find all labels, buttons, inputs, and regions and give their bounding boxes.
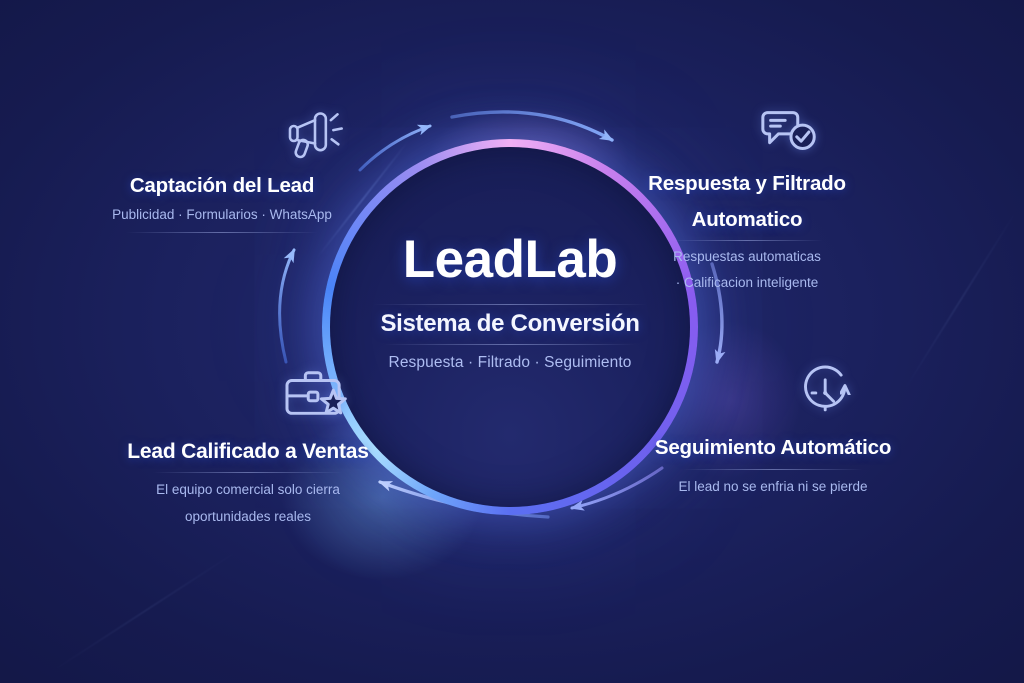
stage-subtitle: Respuestas automaticas bbox=[673, 249, 821, 265]
stage-respuesta-filtrado: Respuesta y Filtrado Automatico Respuest… bbox=[597, 106, 897, 293]
briefcase-star-icon bbox=[218, 366, 411, 427]
center-divider-top bbox=[373, 304, 647, 305]
megaphone-icon bbox=[228, 102, 392, 165]
stage-title-line2: Automatico bbox=[691, 207, 803, 231]
cycle-ring: LeadLab Sistema de Conversión Respuesta … bbox=[322, 139, 698, 515]
stage-subtitle: El equipo comercial solo cierra bbox=[156, 482, 340, 498]
stage-title: Seguimiento Automático bbox=[654, 436, 892, 459]
flow-arrow-top-right bbox=[450, 110, 614, 142]
stage-divider bbox=[683, 468, 863, 470]
stage-subtitle: El lead no se enfria ni se pierde bbox=[678, 478, 868, 494]
stage-title: Lead Calificado a Ventas bbox=[127, 440, 369, 463]
brand-title: LeadLab bbox=[402, 230, 618, 289]
stage-captacion-del-lead: Captación del Lead Publicidad · Formular… bbox=[52, 102, 392, 234]
stage-divider bbox=[671, 240, 823, 242]
light-streak bbox=[48, 547, 242, 675]
clock-refresh-icon bbox=[733, 361, 923, 428]
stage-seguimiento-automatico: Seguimiento Automático El lead no se enf… bbox=[623, 361, 923, 496]
cycle-ring-inner: LeadLab Sistema de Conversión Respuesta … bbox=[330, 147, 690, 507]
stage-title: Respuesta y Filtrado bbox=[648, 172, 846, 195]
stage-subtitle-line2: · Calificacion inteligente bbox=[675, 275, 819, 291]
brand-subtitle: Sistema de Conversión bbox=[380, 310, 640, 337]
stage-divider bbox=[153, 472, 343, 474]
stage-lead-calificado-ventas: Lead Calificado a Ventas El equipo comer… bbox=[85, 366, 411, 527]
stage-title: Captación del Lead bbox=[129, 174, 315, 197]
chat-check-icon bbox=[683, 106, 897, 161]
stage-subtitle: Publicidad · Formularios · WhatsApp bbox=[112, 206, 332, 222]
stage-divider bbox=[126, 232, 318, 234]
brand-tagline: Respuesta · Filtrado · Seguimiento bbox=[388, 354, 632, 371]
stage-subtitle-line2: oportunidades reales bbox=[184, 509, 312, 525]
center-divider-bottom bbox=[384, 344, 636, 345]
flow-arrow-left-up bbox=[278, 248, 296, 364]
